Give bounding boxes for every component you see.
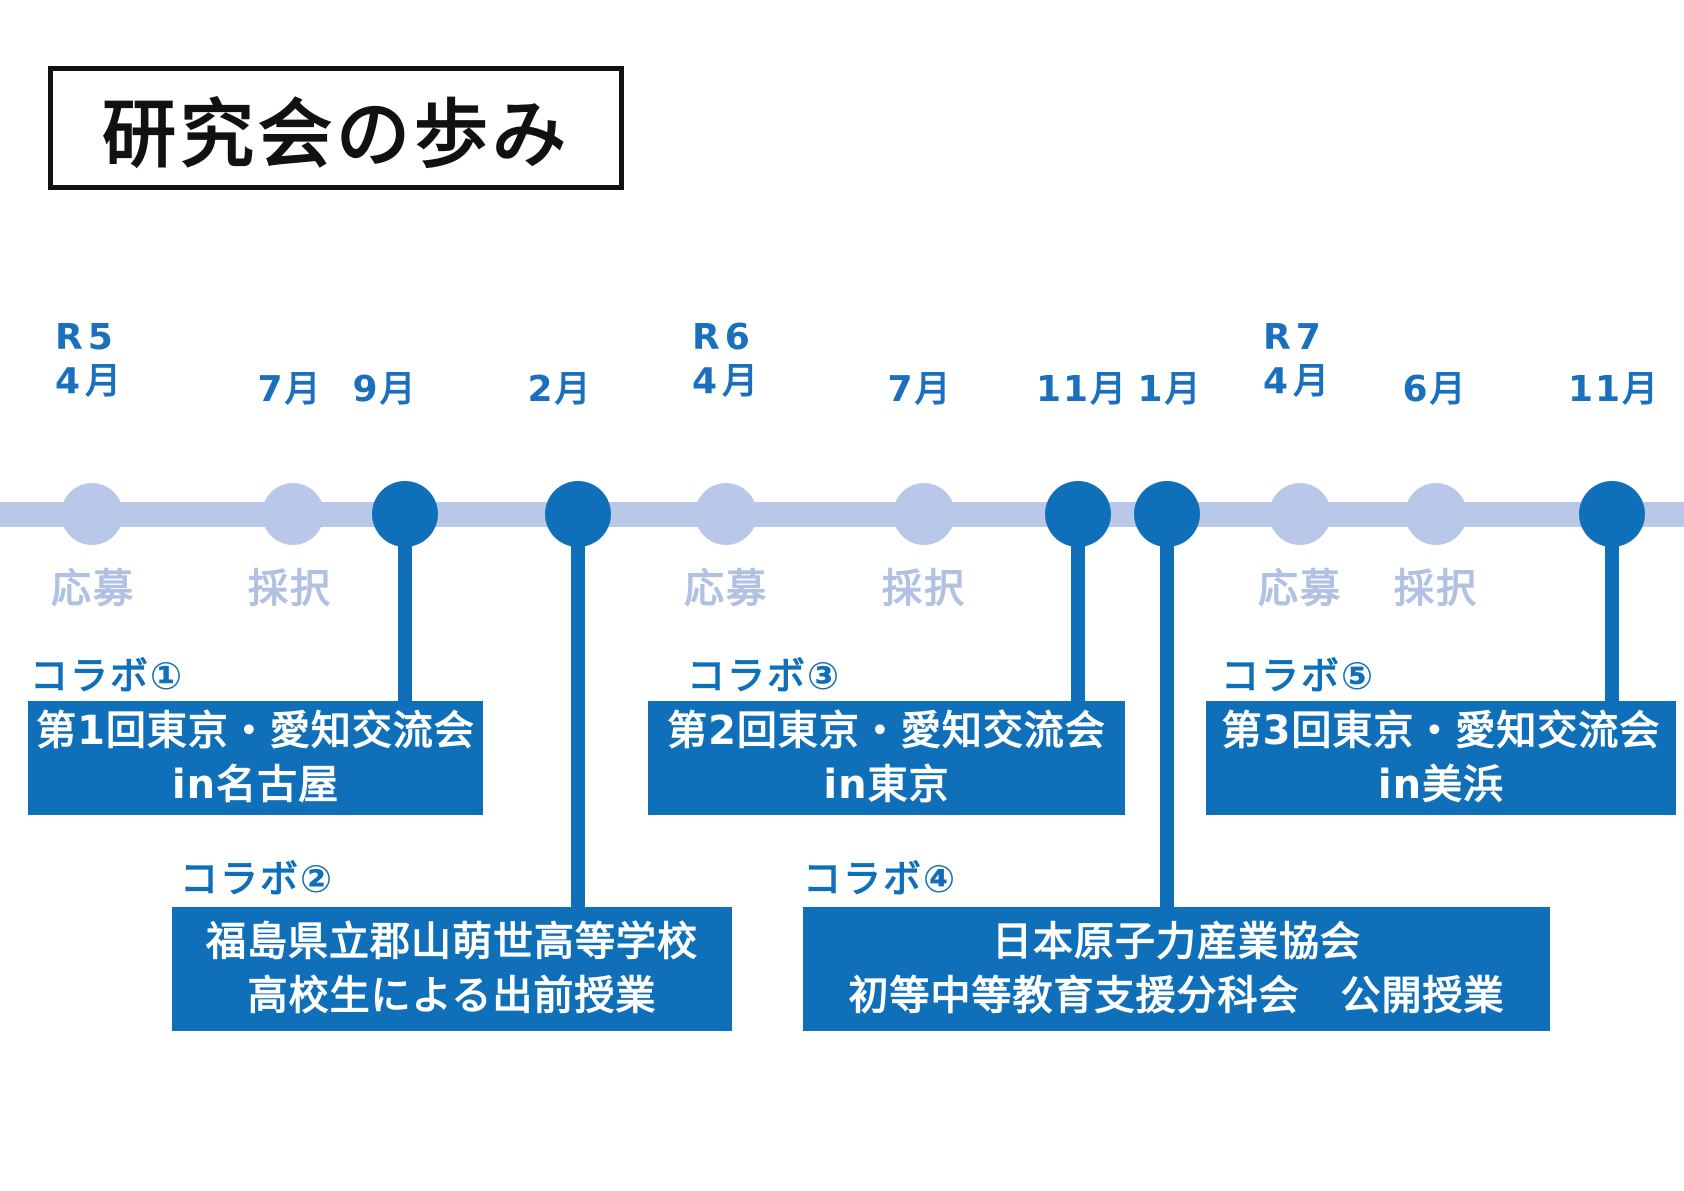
year-label: R5 bbox=[55, 317, 118, 358]
event-line2: in名古屋 bbox=[171, 762, 340, 808]
month-label: 9月 bbox=[352, 369, 418, 410]
connector-line bbox=[398, 514, 412, 703]
timeline-dot-light bbox=[695, 483, 757, 545]
page-title: 研究会の歩み bbox=[102, 91, 570, 178]
timeline-dot-light bbox=[893, 483, 955, 545]
status-label-adopt: 採択 bbox=[248, 566, 332, 612]
month-label: 11月 bbox=[1567, 369, 1661, 410]
event-tag-collab-5: コラボ⑤ bbox=[1221, 654, 1376, 698]
event-line1: 第1回東京・愛知交流会 bbox=[36, 708, 475, 754]
month-label: 1月 bbox=[1137, 369, 1203, 410]
connector-line bbox=[1605, 514, 1619, 701]
status-label-apply: 応募 bbox=[51, 566, 135, 612]
timeline-dot-dark bbox=[545, 481, 611, 547]
status-label-apply: 応募 bbox=[684, 566, 768, 612]
month-label: 11月 bbox=[1035, 369, 1129, 410]
event-tag-collab-1: コラボ① bbox=[30, 654, 185, 698]
timeline-dot-light bbox=[1269, 483, 1331, 545]
event-line2: in美浜 bbox=[1377, 762, 1505, 808]
timeline-dot-light bbox=[1405, 483, 1467, 545]
month-label: 4月 bbox=[692, 361, 764, 402]
status-label-apply: 応募 bbox=[1258, 566, 1342, 612]
year-label: R6 bbox=[692, 317, 755, 358]
event-line1: 第3回東京・愛知交流会 bbox=[1221, 708, 1661, 754]
event-box-collab-1: 第1回東京・愛知交流会 in名古屋 bbox=[28, 701, 483, 815]
event-tag-collab-4: コラボ④ bbox=[803, 857, 958, 901]
timeline-dot-dark bbox=[1579, 481, 1645, 547]
event-line1: 福島県立郡山萌世高等学校 bbox=[206, 919, 698, 965]
event-line2: 高校生による出前授業 bbox=[247, 973, 657, 1019]
status-label-adopt: 採択 bbox=[882, 566, 966, 612]
timeline-dot-dark bbox=[1134, 481, 1200, 547]
timeline-dot-dark bbox=[372, 481, 438, 547]
event-tag-collab-2: コラボ② bbox=[180, 857, 335, 901]
event-box-collab-4: 日本原子力産業協会 初等中等教育支援分科会 公開授業 bbox=[803, 907, 1550, 1031]
month-label: 4月 bbox=[55, 361, 127, 402]
event-line2: in東京 bbox=[823, 762, 950, 808]
timeline-dot-light bbox=[262, 483, 324, 545]
month-label: 7月 bbox=[257, 369, 323, 410]
event-line1: 日本原子力産業協会 bbox=[992, 919, 1361, 965]
month-label: 6月 bbox=[1402, 369, 1468, 410]
month-label: 7月 bbox=[887, 369, 953, 410]
event-box-collab-2: 福島県立郡山萌世高等学校 高校生による出前授業 bbox=[172, 907, 732, 1031]
event-line1: 第2回東京・愛知交流会 bbox=[667, 708, 1106, 754]
event-line2: 初等中等教育支援分科会 公開授業 bbox=[848, 973, 1505, 1019]
event-box-collab-5: 第3回東京・愛知交流会 in美浜 bbox=[1206, 701, 1676, 815]
month-label: 4月 bbox=[1263, 361, 1335, 402]
event-box-collab-3: 第2回東京・愛知交流会 in東京 bbox=[648, 701, 1125, 815]
connector-line bbox=[1071, 514, 1085, 701]
month-label: 2月 bbox=[527, 369, 593, 410]
timeline-dot-dark bbox=[1045, 481, 1111, 547]
title-box: 研究会の歩み bbox=[48, 66, 624, 190]
connector-line bbox=[1160, 514, 1174, 907]
status-label-adopt: 採択 bbox=[1394, 566, 1478, 612]
connector-line bbox=[571, 514, 585, 907]
timeline-dot-light bbox=[61, 483, 123, 545]
year-label: R7 bbox=[1263, 317, 1326, 358]
event-tag-collab-3: コラボ③ bbox=[687, 654, 842, 698]
